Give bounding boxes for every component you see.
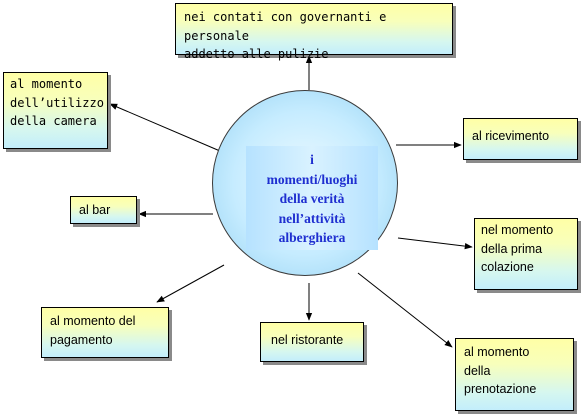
arrow-to-camera bbox=[109, 103, 221, 152]
arrow-to-colazione bbox=[397, 237, 473, 250]
node-prima-colazione: nel momento della prima colazione bbox=[474, 218, 578, 290]
central-label: i momenti/luoghi della verità nell’attiv… bbox=[246, 150, 378, 248]
node-utilizzo-camera: al momento dell’utilizzo della camera bbox=[3, 72, 108, 149]
central-label-text: i momenti/luoghi della verità nell’attiv… bbox=[266, 152, 358, 245]
node-pagamento: al momento del pagamento bbox=[41, 307, 169, 358]
node-contatti-governanti: nei contati con governanti e personale a… bbox=[175, 3, 453, 61]
node-ricevimento: al ricevimento bbox=[463, 118, 578, 160]
central-label-background bbox=[246, 146, 378, 250]
arrow-to-prenotazione bbox=[357, 272, 453, 348]
node-prenotazione: al momento della prenotazione bbox=[455, 338, 574, 411]
node-bar: al bar bbox=[70, 196, 137, 224]
node-ristorante: nel ristorante bbox=[260, 322, 364, 362]
arrow-to-pagamento bbox=[156, 264, 225, 303]
